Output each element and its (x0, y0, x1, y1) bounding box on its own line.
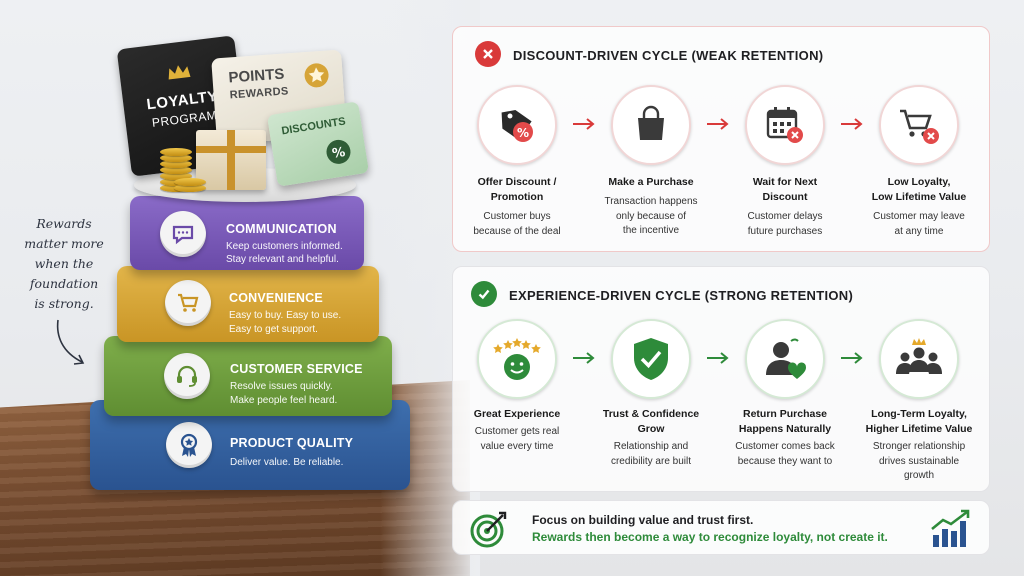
shield-check-icon (611, 319, 691, 399)
person-heart-icon (745, 319, 825, 399)
tier-line: Stay relevant and helpful. (226, 254, 339, 265)
card-title: POINTS (227, 65, 285, 87)
tier-title: COMMUNICATION (226, 222, 337, 236)
arrow-right-icon (841, 352, 863, 364)
tier-line: Resolve issues quickly. (230, 381, 333, 392)
note-line: Rewards (36, 216, 92, 231)
tier-customer-service: CUSTOMER SERVICE Resolve issues quickly.… (104, 336, 392, 416)
percent-badge-icon: % (326, 139, 351, 164)
x-badge-icon (475, 41, 501, 67)
card-subtitle: REWARDS (229, 85, 290, 102)
svg-text:%: % (517, 126, 529, 140)
note-line: matter more (24, 236, 104, 251)
tier-line: Easy to get support. (229, 324, 318, 335)
arrow-right-icon (573, 118, 595, 130)
group-crown-icon (879, 319, 959, 399)
takeaway-line-2: Rewards then become a way to recognize l… (532, 530, 888, 544)
tier-line: Easy to buy. Easy to use. (229, 310, 342, 321)
step-title: Long-Term Loyalty,Higher Lifetime Value (865, 408, 973, 435)
note-line: is strong. (34, 296, 94, 311)
tier-title: PRODUCT QUALITY (230, 436, 354, 450)
tier-line: Keep customers informed. (226, 241, 343, 252)
weak-retention-panel: DISCOUNT-DRIVEN CYCLE (WEAK RETENTION) %… (452, 26, 990, 252)
loyalty-program-card: LOYALTY PROGRAM (116, 35, 250, 177)
tier-title: CUSTOMER SERVICE (230, 362, 363, 376)
tier-title: CONVENIENCE (229, 291, 323, 305)
tier-line: Deliver value. Be reliable. (230, 457, 344, 468)
panel-title: EXPERIENCE-DRIVEN CYCLE (STRONG RETENTIO… (509, 288, 854, 303)
takeaway-line-1: Focus on building value and trust first. (532, 513, 754, 527)
growth-chart-icon (931, 509, 970, 547)
cart-x-icon (879, 85, 959, 165)
star-badge-icon (304, 63, 329, 88)
tier-convenience: CONVENIENCE Easy to buy. Easy to use. Ea… (117, 266, 379, 342)
tier-line: Make people feel heard. (230, 395, 338, 406)
svg-text:%: % (331, 145, 346, 162)
crown-icon (168, 65, 191, 80)
gift-box-icon (196, 130, 266, 190)
note-line: when the (34, 256, 94, 271)
target-icon (470, 511, 507, 548)
step-title: Great Experience (473, 408, 561, 420)
step-title: Offer Discount /Promotion (477, 176, 557, 203)
smiley-stars-icon (477, 319, 557, 399)
card-title: DISCOUNTS (280, 115, 347, 138)
discounts-card: DISCOUNTS % (266, 101, 370, 187)
shopping-bag-icon (611, 85, 691, 165)
cart-icon (165, 280, 211, 326)
arrow-right-icon (707, 352, 729, 364)
strong-retention-panel: EXPERIENCE-DRIVEN CYCLE (STRONG RETENTIO… (452, 266, 990, 492)
calendar-x-icon (745, 85, 825, 165)
step-title: Low Loyalty,Low Lifetime Value (871, 176, 967, 203)
award-ribbon-icon (166, 422, 212, 468)
tier-communication: COMMUNICATION Keep customers informed. S… (130, 196, 364, 270)
takeaway-panel (452, 500, 990, 555)
chat-icon (160, 211, 206, 257)
step-title: Make a Purchase (608, 176, 694, 188)
arrow-right-icon (841, 118, 863, 130)
panel-title: DISCOUNT-DRIVEN CYCLE (WEAK RETENTION) (513, 48, 824, 63)
discount-tag-icon: % (477, 85, 557, 165)
curved-arrow-icon (56, 319, 85, 365)
points-rewards-card: POINTS REWARDS (211, 49, 347, 145)
check-badge-icon (471, 281, 497, 307)
arrow-right-icon (573, 352, 595, 364)
note-line: foundation (29, 276, 99, 291)
handwritten-note: Rewards matter more when the foundation … (22, 214, 106, 314)
arrow-right-icon (707, 118, 729, 130)
headset-icon (164, 353, 210, 399)
